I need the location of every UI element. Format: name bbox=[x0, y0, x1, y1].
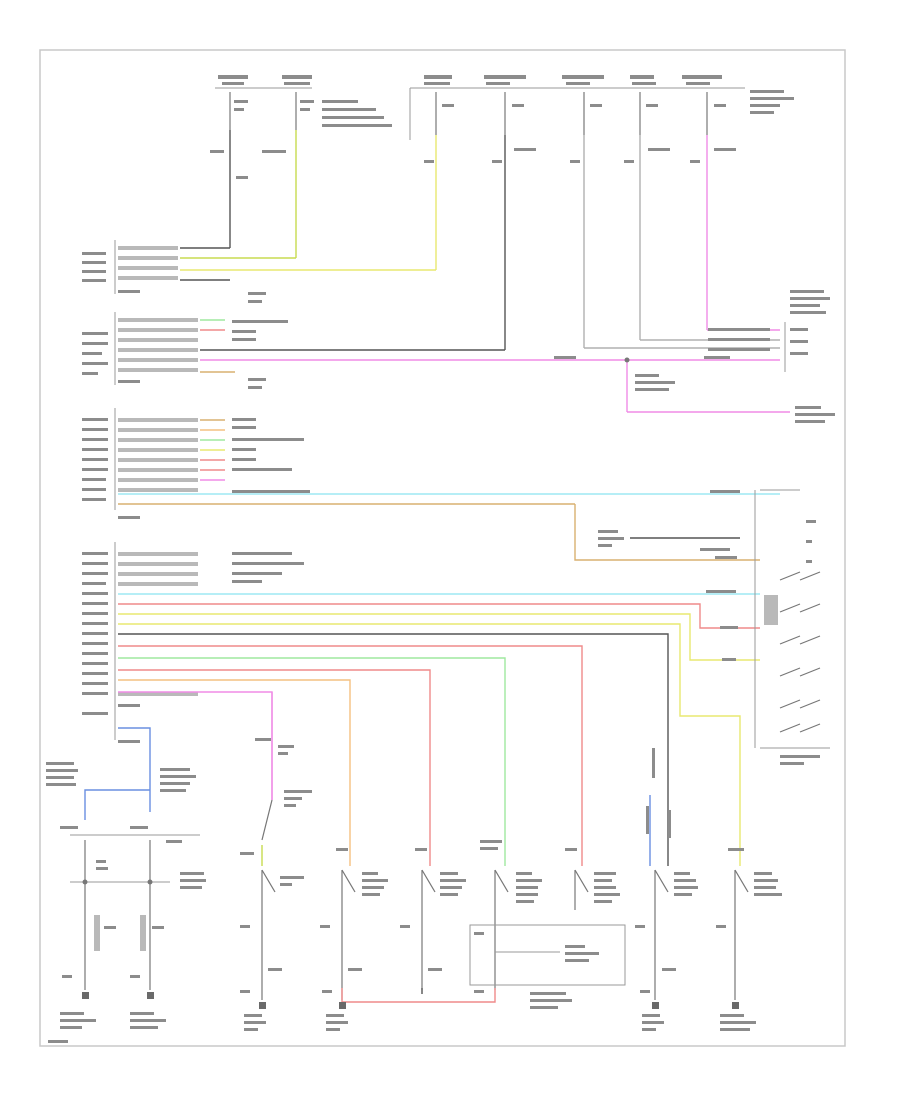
switch-icon bbox=[779, 699, 821, 709]
switch-icon bbox=[779, 571, 821, 581]
switch-icon bbox=[779, 635, 821, 645]
ground-icon bbox=[82, 992, 89, 999]
connector-c1 bbox=[82, 240, 436, 303]
bottom-switch-3 bbox=[400, 848, 466, 990]
bottom-switch-6 bbox=[635, 748, 698, 1000]
ground-icon bbox=[147, 992, 154, 999]
connector-c4 bbox=[82, 542, 760, 866]
bottom-switch-2 bbox=[320, 848, 388, 1000]
switch-icon bbox=[779, 723, 821, 733]
connector-c2 bbox=[82, 312, 780, 389]
splice-icon bbox=[147, 879, 153, 885]
ground-icon bbox=[339, 1002, 346, 1009]
fuse-icon bbox=[295, 92, 314, 130]
ground-icon bbox=[652, 1002, 659, 1009]
switch-assembly-right bbox=[754, 489, 830, 765]
bottom-switch-1 bbox=[240, 692, 312, 1000]
ground-icon bbox=[259, 1002, 266, 1009]
bottom-left-module bbox=[46, 762, 206, 990]
fuse-block-right bbox=[409, 75, 794, 140]
bottom-switch-5 bbox=[565, 848, 620, 910]
fuse-block-left bbox=[215, 75, 392, 130]
connector-c3 bbox=[82, 408, 780, 561]
diagram-frame bbox=[39, 49, 846, 1047]
bottom-switch-7 bbox=[716, 848, 782, 1000]
switch-icon bbox=[779, 667, 821, 677]
splice-icon bbox=[624, 357, 630, 363]
top-feeds bbox=[210, 130, 736, 350]
grounds bbox=[48, 992, 756, 1043]
fuse-icon bbox=[229, 92, 248, 130]
switch-icon bbox=[779, 603, 821, 613]
bottom-switch-4 bbox=[469, 840, 626, 1009]
module-right-top bbox=[584, 290, 835, 423]
ground-icon bbox=[732, 1002, 739, 1009]
splice-icon bbox=[82, 879, 88, 885]
bottom-cross-wires bbox=[341, 988, 496, 1003]
